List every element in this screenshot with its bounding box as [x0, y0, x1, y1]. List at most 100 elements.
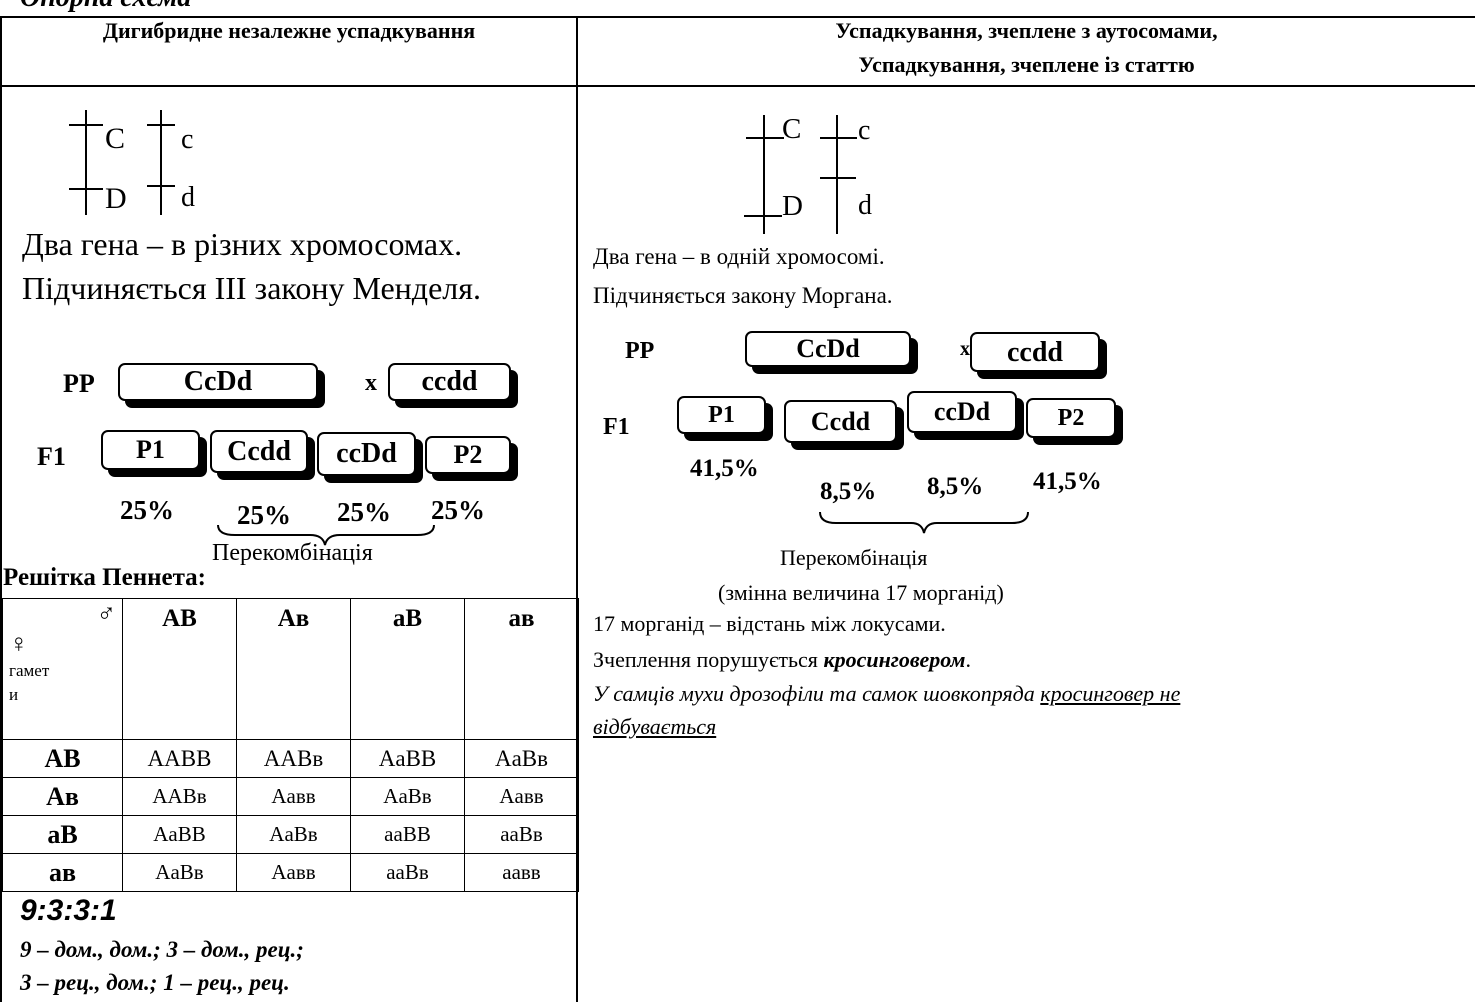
punnett-cell: AaBB: [350, 739, 465, 778]
punnett-cell: AABв: [236, 739, 351, 778]
left-percent-4: 25%: [431, 495, 485, 525]
punnett-table: ♂ ♀ гамет и AB Aв aB aв AB AABB AABв AaB…: [2, 598, 579, 892]
right-note-crossing-over: Зчеплення порушується кросинговером.: [593, 647, 971, 673]
table-top-border: [0, 16, 1475, 18]
right-note-drosophila-text: У самців мухи дрозофіли та самок шовкопр…: [593, 681, 1041, 706]
punnett-cell: AaBB: [122, 815, 237, 854]
right-recombination-note: (змінна величина 17 морганід): [718, 580, 1004, 605]
punnett-row-header: AB: [2, 739, 123, 778]
male-symbol: ♂: [96, 599, 117, 628]
right-chromosome-label-C: C: [782, 113, 802, 145]
left-parent1-box: CcDd: [118, 363, 318, 401]
punnett-row-header: Aв: [2, 777, 123, 816]
female-symbol: ♀: [9, 629, 29, 658]
right-percent-3: 8,5%: [927, 473, 984, 500]
punnett-cell: Aaвв: [464, 777, 579, 816]
left-parent2-box: ccdd: [388, 363, 511, 401]
ratio-title: 9:3:3:1: [20, 894, 117, 927]
left-description-2: Підчиняється ІІІ закону Менделя.: [22, 270, 481, 306]
punnett-col-header: Aв: [236, 598, 351, 740]
left-chromosome-label-c: c: [181, 124, 194, 155]
punnett-cell: AaBв: [236, 815, 351, 854]
punnett-cell: AaBв: [350, 777, 465, 816]
right-note-drosophila-underlined: кросинговер не: [1040, 681, 1181, 706]
header-right-line1: Успадкування, зчеплене з аутосомами,: [835, 18, 1218, 43]
punnett-title: Решітка Пеннета:: [3, 564, 207, 591]
right-parent2-box: ccdd: [970, 332, 1100, 372]
right-chromosome-diagram: [744, 115, 857, 234]
right-offspring-box-4: P2: [1026, 398, 1116, 438]
left-chromosome-label-d: d: [181, 182, 195, 213]
punnett-col-header: aв: [464, 598, 579, 740]
punnett-cell: AaBв: [464, 739, 579, 778]
gametes-label-1: гамет: [9, 661, 50, 680]
left-offspring-box-4: P2: [425, 436, 511, 474]
left-offspring-box-2: Ccdd: [210, 430, 308, 473]
punnett-corner-cell: ♂ ♀ гамет и: [2, 598, 123, 740]
right-note-drosophila-underlined-2: відбувається: [593, 714, 717, 739]
header-left: Дигибридне незалежне успадкування: [102, 18, 476, 43]
right-note-crossing-over-end: .: [965, 647, 971, 672]
punnett-cell: AaBв: [122, 853, 237, 892]
left-cross-sign: x: [365, 370, 377, 396]
punnett-row-header: aв: [2, 853, 123, 892]
left-percent-1: 25%: [120, 495, 174, 525]
left-description-1: Два гена – в різних хромосомах.: [22, 226, 463, 262]
punnett-cell: aaвв: [464, 853, 579, 892]
punnett-cell: AABB: [122, 739, 237, 778]
punnett-col-header: AB: [122, 598, 237, 740]
left-recombination-label: Перекомбінація: [212, 540, 373, 566]
left-chromosome-label-D: D: [105, 182, 127, 215]
page-header: Опорна схема: [20, 0, 191, 14]
punnett-row: aв AaBв Aaвв aaBв aaвв: [2, 853, 579, 892]
punnett-cell: aaBв: [464, 815, 579, 854]
right-note-distance: 17 морганід – відстань між локусами.: [593, 611, 946, 636]
right-description-2: Підчиняється закону Моргана.: [593, 283, 893, 308]
right-recombination-label: Перекомбінація: [780, 545, 928, 570]
punnett-col-header: aB: [350, 598, 465, 740]
punnett-cell: aaBB: [350, 815, 465, 854]
table-header-divider: [0, 85, 1475, 87]
left-chromosome-label-C: C: [105, 122, 126, 155]
right-offspring-box-1: P1: [677, 396, 766, 434]
punnett-cell: AABв: [122, 777, 237, 816]
right-pp-label: PP: [625, 338, 655, 364]
punnett-row: AB AABB AABв AaBB AaBв: [2, 739, 579, 778]
table-left-border: [0, 16, 2, 1002]
right-chromosome-label-d: d: [858, 190, 872, 221]
punnett-row: aB AaBB AaBв aaBB aaBв: [2, 815, 579, 854]
right-description-1: Два гена – в одній хромосомі.: [593, 244, 885, 269]
left-chromosome-diagram: [69, 110, 175, 215]
right-percent-1: 41,5%: [690, 455, 759, 482]
right-chromosome-label-c: c: [858, 115, 871, 146]
right-offspring-box-2: Ccdd: [784, 400, 897, 443]
right-note-drosophila-cont: відбувається: [593, 714, 716, 740]
right-offspring-box-3: ccDd: [907, 391, 1017, 433]
left-f1-label: F1: [37, 442, 66, 471]
ratio-explanation-2: 3 – рец., дом.; 1 – рец., рец.: [20, 970, 290, 995]
crossing-over-term: кросинговером: [823, 647, 966, 672]
right-f1-label: F1: [603, 414, 630, 440]
left-offspring-box-3: ccDd: [317, 432, 416, 476]
punnett-cell: aaBв: [350, 853, 465, 892]
punnett-row: Aв AABв Aaвв AaBв Aaвв: [2, 777, 579, 816]
table-column-divider: [576, 16, 578, 1002]
left-percent-2: 25%: [237, 500, 291, 530]
punnett-cell: Aaвв: [236, 777, 351, 816]
right-note-drosophila: У самців мухи дрозофіли та самок шовкопр…: [593, 681, 1180, 707]
right-percent-2: 8,5%: [820, 478, 877, 505]
punnett-row-header: aB: [2, 815, 123, 854]
right-cross-sign: x: [960, 338, 970, 360]
right-parent1-box: CcDd: [745, 331, 911, 367]
punnett-cell: Aaвв: [236, 853, 351, 892]
ratio-explanation-1: 9 – дом., дом.; 3 – дом., рец.;: [20, 937, 304, 962]
gametes-label-2: и: [9, 685, 19, 704]
left-percent-3: 25%: [337, 497, 391, 527]
left-offspring-box-1: P1: [101, 430, 200, 470]
right-note-crossing-over-text: Зчеплення порушується: [593, 647, 824, 672]
right-percent-4: 41,5%: [1033, 468, 1102, 495]
left-pp-label: PP: [63, 369, 95, 398]
right-chromosome-label-D: D: [782, 190, 803, 222]
left-recombination-brace: [217, 524, 435, 546]
right-recombination-brace: [819, 511, 1029, 534]
